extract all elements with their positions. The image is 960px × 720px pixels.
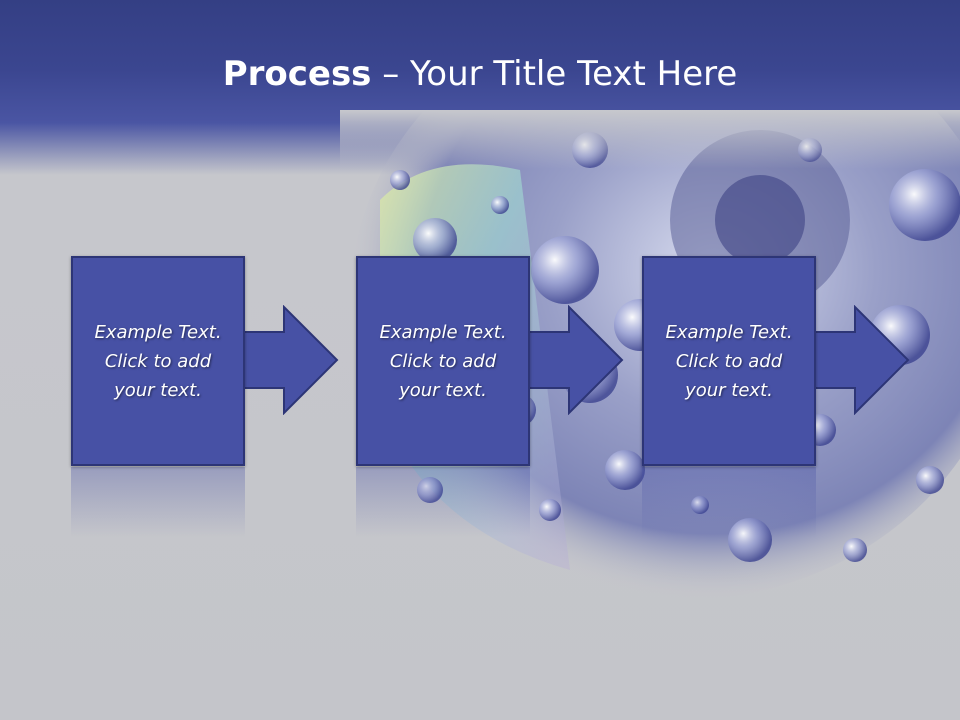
step-text-1[interactable]: Example Text. Click to add your text. <box>94 321 222 401</box>
slide-title[interactable]: Process – Your Title Text Here <box>0 52 960 96</box>
process-step-box-1[interactable]: Example Text. Click to add your text. <box>71 256 245 466</box>
step-reflection <box>356 467 530 537</box>
process-step-box-2[interactable]: Example Text. Click to add your text. <box>356 256 530 466</box>
step-reflection <box>71 467 245 537</box>
right-arrow-icon <box>240 305 339 415</box>
right-arrow-icon <box>811 305 910 415</box>
title-rest: – Your Title Text Here <box>371 54 738 94</box>
step-reflection <box>642 467 816 537</box>
step-text-3[interactable]: Example Text. Click to add your text. <box>665 321 793 401</box>
process-step-box-3[interactable]: Example Text. Click to add your text. <box>642 256 816 466</box>
step-text-2[interactable]: Example Text. Click to add your text. <box>379 321 507 401</box>
title-bold: Process <box>222 54 372 94</box>
right-arrow-icon <box>525 305 624 415</box>
